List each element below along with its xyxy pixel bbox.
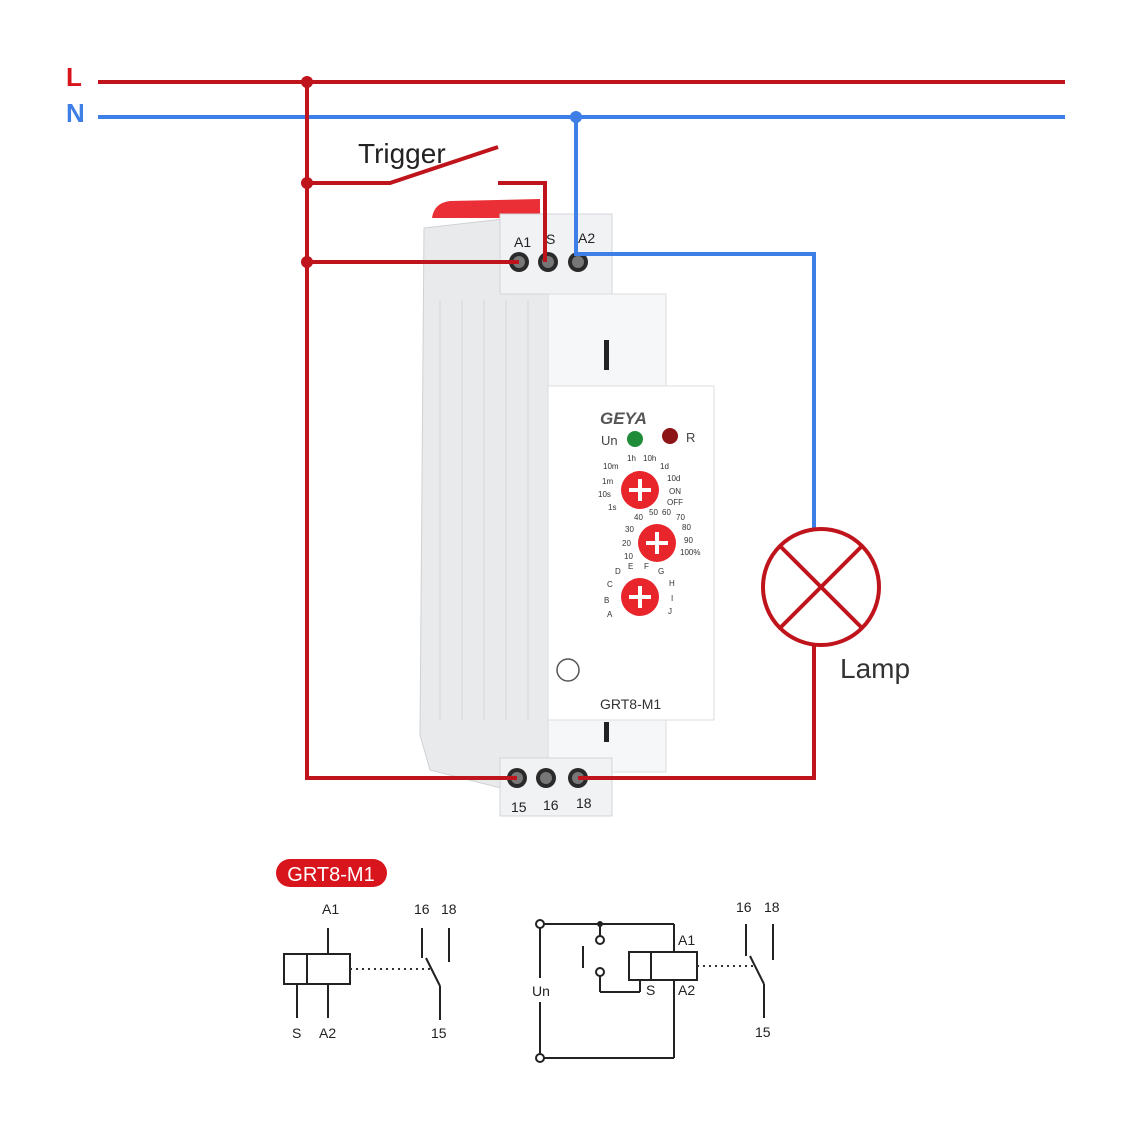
dial1-label-1: 10h [643,454,656,463]
dial1-label-5: 10d [667,474,680,483]
percent-dial[interactable] [638,524,676,562]
terminal-s[interactable] [538,252,558,272]
device-model-label: GRT8-M1 [600,696,661,712]
dial2-label-2: 60 [662,508,671,517]
led-power-icon [627,431,643,447]
dial2-label-6: 20 [622,539,631,548]
wire-n-to-a2-lamp [574,117,816,528]
percent-scale: 40 50 60 70 30 80 20 90 10 100% [622,508,700,561]
dial2-label-5: 80 [682,523,691,532]
dial3-label-1: E [628,562,633,571]
dial1-label-6: 10s [598,490,611,499]
function-dial[interactable] [621,578,659,616]
schematic-left [283,928,450,1020]
junction-l-top [301,76,313,88]
brand-logo: GEYA [600,409,647,428]
sch-node-top-left [535,919,545,929]
junction-a1 [301,256,313,268]
sch-left-a1: A1 [322,901,339,917]
device-lower-slot [604,722,609,742]
terminal-16[interactable] [536,768,556,788]
sch-left-s: S [292,1025,301,1041]
function-scale: D E F G C H B I A J [604,562,675,619]
dial2-label-3: 70 [676,513,685,522]
sch-right-16: 16 [736,899,752,915]
dial3-label-9: J [668,607,672,616]
sch-left-18: 18 [441,901,457,917]
dial1-label-8: 1s [608,503,616,512]
terminal-a1-label: A1 [514,234,531,250]
line-l-label: L [66,62,82,92]
time-range-dial[interactable] [621,471,659,509]
dial2-label-1: 50 [649,508,658,517]
terminal-16-label: 16 [543,797,559,813]
led-relay-icon [662,428,678,444]
dial2-label-4: 30 [625,525,634,534]
sch-right-a2: A2 [678,982,695,998]
junction-trigger [301,177,313,189]
sch-switch-node-a [595,935,605,945]
sch-left-16: 16 [414,901,430,917]
sch-right-15: 15 [755,1024,771,1040]
dial1-label-7: ON [669,487,681,496]
device-top-cap [432,199,540,218]
junction-n [570,111,582,123]
sch-right-un: Un [532,983,550,999]
dial1-label-0: 1h [627,454,636,463]
dial2-label-9: 100% [680,548,700,557]
dial3-label-6: B [604,596,609,605]
dial2-label-8: 10 [624,552,633,561]
device-upper-slot [604,340,609,370]
model-badge-label: GRT8-M1 [287,864,374,886]
line-n-label: N [66,98,85,128]
trigger-label: Trigger [358,138,446,169]
sch-switch-node-b [595,967,605,977]
dial1-label-2: 10m [603,462,619,471]
led-power-label: Un [601,433,618,448]
terminal-15-label: 15 [511,799,527,815]
dial1-label-3: 1d [660,462,669,471]
sch-left-a2: A2 [319,1025,336,1041]
wire-18-to-lamp [578,645,816,780]
schematic-right [539,923,774,1059]
sch-left-15: 15 [431,1025,447,1041]
dial2-label-7: 90 [684,536,693,545]
ce-mark-icon [556,658,580,682]
sch-node-bottom-left [535,1053,545,1063]
sch-node-junction [597,921,603,927]
dial1-label-9: OFF [667,498,683,507]
wire-trigger-to-s [498,181,547,262]
dial2-label-0: 40 [634,513,643,522]
sch-right-18: 18 [764,899,780,915]
terminal-a2[interactable] [568,252,588,272]
terminal-a2-label: A2 [578,230,595,246]
dial3-label-3: G [658,567,664,576]
model-badge [276,859,387,887]
lamp-label: Lamp [840,653,910,684]
dial3-label-2: F [644,562,649,571]
wire-trigger-switch [307,145,499,185]
dial3-label-5: H [669,579,675,588]
lamp-icon [761,527,881,647]
dial1-label-4: 1m [602,477,613,486]
terminal-18-label: 18 [576,795,592,811]
sch-right-a1: A1 [678,932,695,948]
time-range-scale: 1h 10h 10m 1d 1m 10d 10s ON 1s OFF [598,454,683,512]
wire-l-to-15 [305,82,517,780]
dial3-label-7: I [671,594,673,603]
terminal-s-label: S [546,231,555,247]
dial3-label-0: D [615,567,621,576]
sch-right-s: S [646,982,655,998]
dial3-label-8: A [607,610,613,619]
dial3-label-4: C [607,580,613,589]
led-relay-label: R [686,430,695,445]
